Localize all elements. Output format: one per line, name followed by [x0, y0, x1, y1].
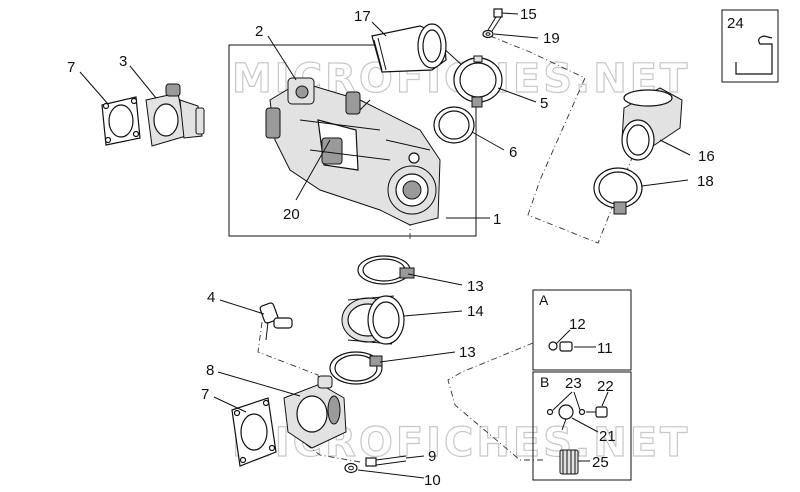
detail-box-a [532, 289, 632, 371]
part-11-screw [559, 341, 573, 352]
part-22-bolt [586, 406, 608, 418]
part-15-bolt [487, 8, 503, 32]
part-7-gasket-upper [101, 96, 141, 146]
part-24-hose [735, 35, 773, 75]
callout-22: 22 [597, 378, 614, 395]
callout-8: 8 [206, 362, 214, 379]
callout-25: 25 [592, 454, 609, 471]
callout-16: 16 [698, 148, 715, 165]
part-25-filter [559, 449, 579, 475]
connector-line-4 [257, 321, 321, 396]
part-14-hose [341, 295, 405, 345]
callout-13-lower: 13 [459, 344, 476, 361]
callout-24: 24 [727, 15, 744, 32]
part-1-throttle-body [265, 77, 441, 226]
callout-23: 23 [565, 375, 582, 392]
callout-18: 18 [697, 173, 714, 190]
part-9-screw [365, 455, 407, 467]
part-21-banjo [558, 404, 574, 431]
part-17-intake-duct [371, 23, 447, 73]
part-18-clamp [593, 167, 643, 215]
part-19-washer [482, 29, 494, 39]
connector-line-upper [489, 35, 641, 244]
callout-7-lower: 7 [201, 386, 209, 403]
callout-4: 4 [207, 289, 215, 306]
part-12-washer [548, 341, 558, 351]
part-7-gasket-lower [231, 397, 277, 467]
part-3-intake-flange [145, 83, 205, 147]
callout-20: 20 [283, 206, 300, 223]
callout-9: 9 [428, 448, 436, 465]
part-16-sleeve [621, 87, 683, 161]
part-23-washers [546, 408, 586, 416]
part-13-clamp-lower [329, 351, 383, 385]
connector-line-detail [447, 342, 545, 461]
callout-17: 17 [354, 8, 371, 25]
part-13-clamp-upper [357, 255, 415, 285]
part-5-clamp [453, 55, 503, 108]
leader-lines [79, 12, 691, 479]
part-24-box [721, 9, 779, 83]
callout-11: 11 [597, 340, 613, 357]
callout-1: 1 [493, 211, 501, 228]
callout-6: 6 [509, 144, 517, 161]
callout-21: 21 [599, 428, 616, 445]
detail-box-b [532, 371, 632, 481]
callout-10: 10 [424, 472, 441, 489]
part-4-fitting [259, 302, 293, 341]
part-8-flange [283, 375, 347, 449]
callout-12: 12 [569, 316, 586, 333]
detail-label-b: B [540, 374, 549, 390]
callout-15: 15 [520, 6, 537, 23]
callout-5: 5 [540, 95, 548, 112]
callout-3: 3 [119, 53, 127, 70]
part-10-washer [344, 462, 358, 474]
detail-label-a: A [539, 292, 549, 308]
callout-19: 19 [543, 30, 560, 47]
callout-2: 2 [255, 23, 263, 40]
callout-7-upper: 7 [67, 59, 75, 76]
part-6-o-ring [433, 106, 475, 144]
callout-14: 14 [467, 303, 484, 320]
callout-13-upper: 13 [467, 278, 484, 295]
